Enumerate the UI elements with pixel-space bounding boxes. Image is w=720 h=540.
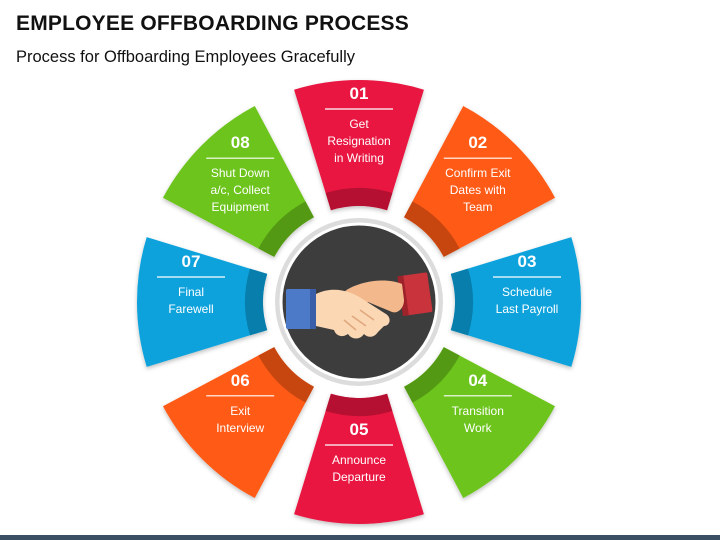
step-text-line: Team xyxy=(463,200,492,214)
step-text-line: Departure xyxy=(332,470,386,484)
step-text-line: Resignation xyxy=(327,134,390,148)
step-number: 05 xyxy=(350,420,369,439)
step-number: 01 xyxy=(350,84,369,103)
handshake-icon xyxy=(286,272,433,339)
step-number: 06 xyxy=(231,371,250,390)
step-text-line: Transition xyxy=(452,404,504,418)
center-hub xyxy=(275,218,443,386)
step-text-line: Equipment xyxy=(212,200,270,214)
step-segment-02 xyxy=(404,105,556,257)
step-text-line: Schedule xyxy=(502,285,552,299)
step-text-line: Final xyxy=(178,285,204,299)
step-text-line: Confirm Exit xyxy=(445,166,511,180)
step-text-line: Work xyxy=(464,421,493,435)
step-segment-08 xyxy=(162,105,314,257)
step-number: 02 xyxy=(468,133,487,152)
step-number: 03 xyxy=(518,252,537,271)
step-text-line: Get xyxy=(349,117,369,131)
page-title: EMPLOYEE OFFBOARDING PROCESS xyxy=(16,12,409,35)
step-text-line: Announce xyxy=(332,453,386,467)
step-text-line: Dates with xyxy=(450,183,506,197)
step-segment-01 xyxy=(294,80,424,211)
step-text-line: Exit xyxy=(230,404,251,418)
page-subtitle: Process for Offboarding Employees Gracef… xyxy=(16,48,356,66)
step-number: 07 xyxy=(182,252,201,271)
step-segment-07 xyxy=(137,237,268,367)
step-segment-04 xyxy=(404,347,556,499)
step-text-line: Farewell xyxy=(168,302,213,316)
step-segment-05 xyxy=(294,393,424,524)
step-segment-03 xyxy=(450,237,581,367)
step-number: 08 xyxy=(231,133,250,152)
segments-layer xyxy=(137,80,581,524)
step-text-line: a/c, Collect xyxy=(211,183,271,197)
step-text-line: Shut Down xyxy=(211,166,270,180)
step-text-line: in Writing xyxy=(334,151,384,165)
step-segment-06 xyxy=(162,347,314,499)
step-number: 04 xyxy=(468,371,487,390)
bottom-accent-bar xyxy=(0,535,720,540)
step-text-line: Interview xyxy=(216,421,264,435)
step-text-line: Last Payroll xyxy=(496,302,559,316)
